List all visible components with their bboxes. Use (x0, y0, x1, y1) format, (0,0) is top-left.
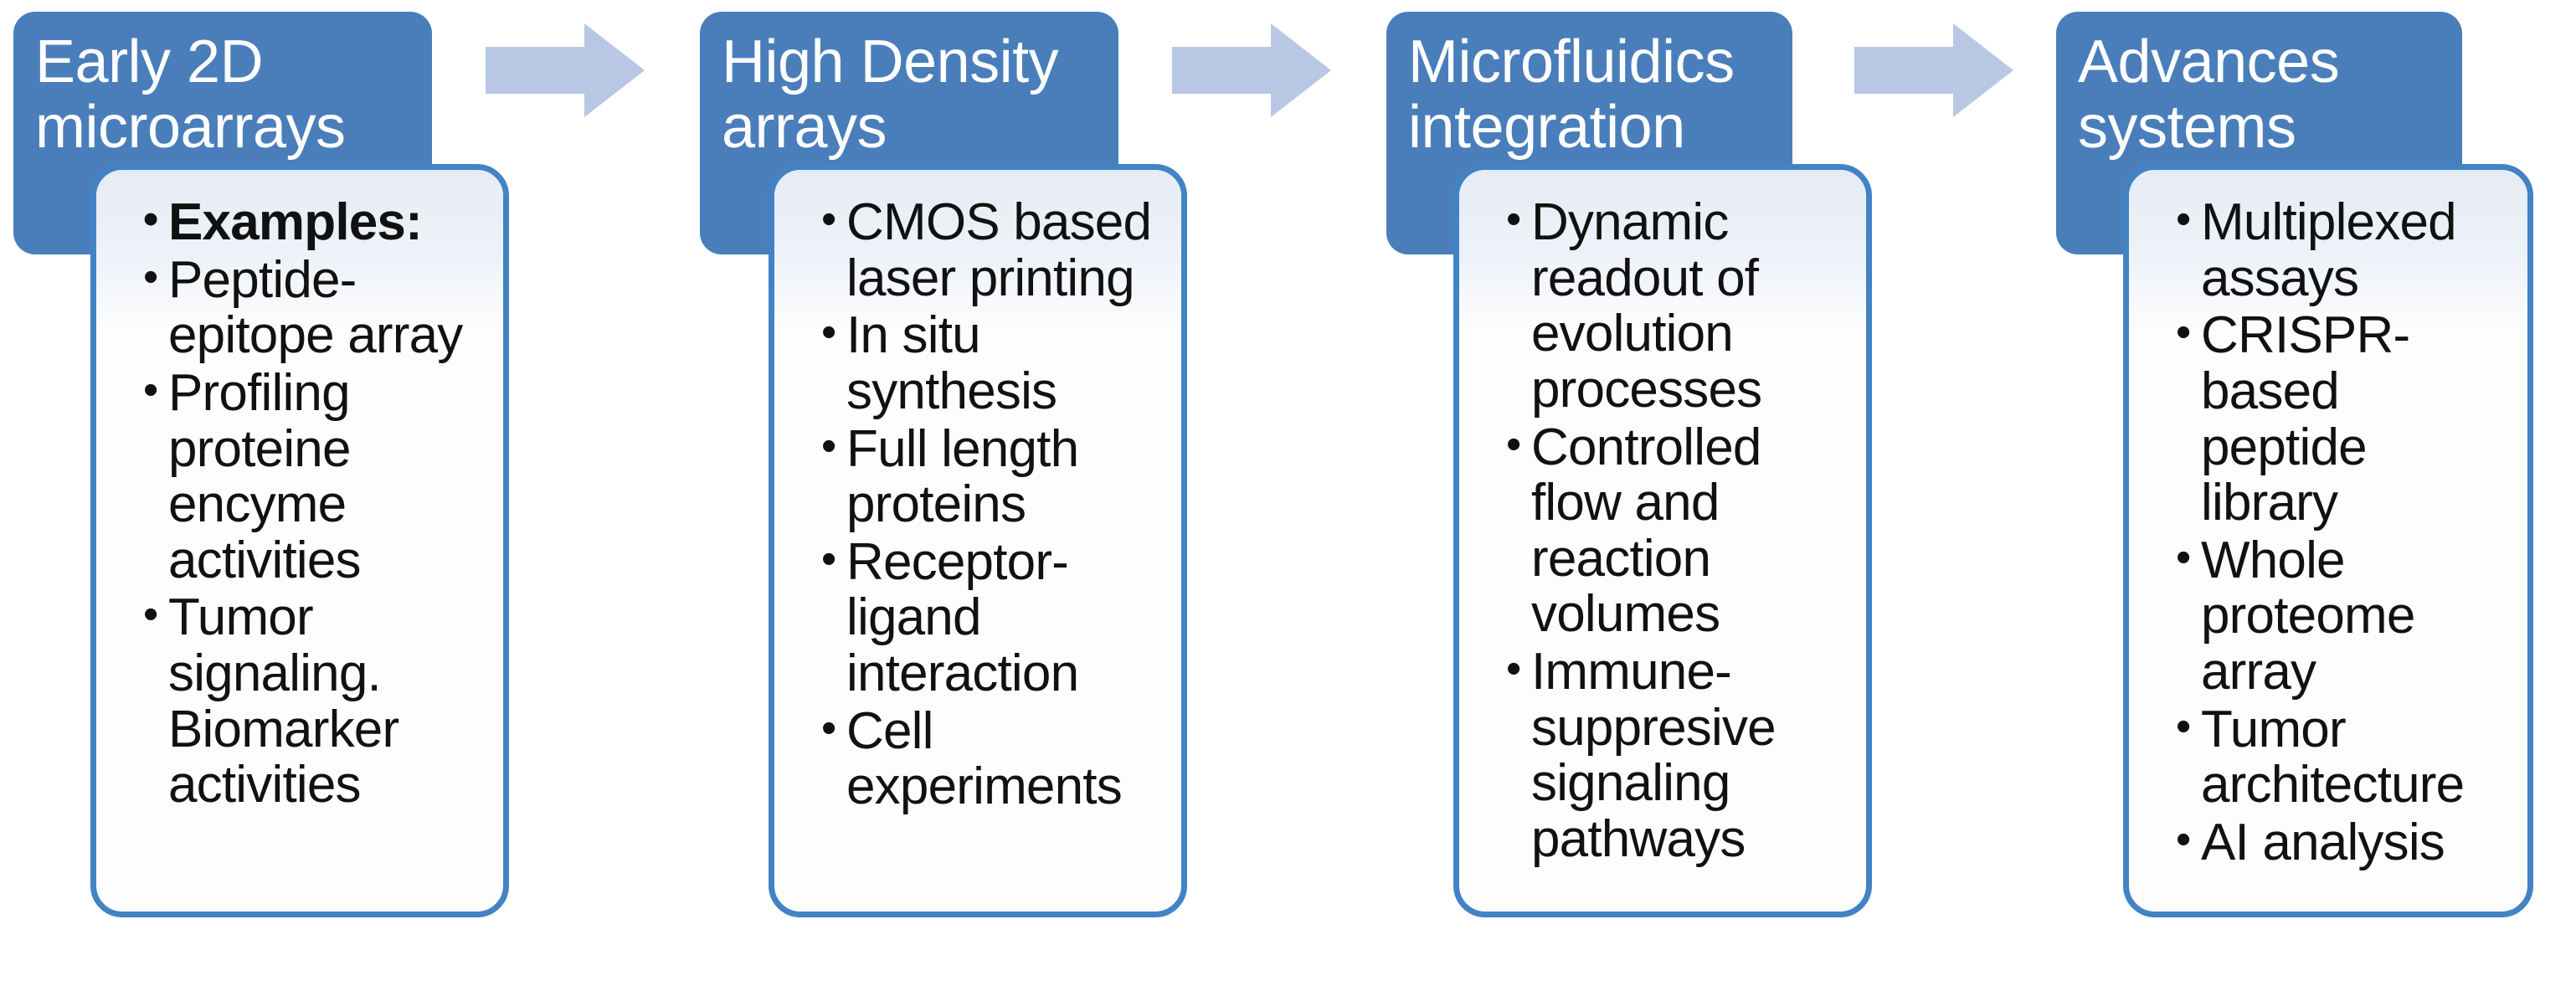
stage-bullet-list-1: Examples: Peptide-epitope array Profilin… (96, 170, 503, 814)
list-item: Multiplexed assays (2176, 193, 2512, 306)
list-item: Tumor architecture (2176, 701, 2512, 814)
stage-high-density-arrays: High Density arrays CMOS based laser pri… (686, 0, 1239, 981)
arrow-right-icon (486, 23, 645, 117)
stage-body-card-4: Multiplexed assays CRISPR-based peptide … (2123, 164, 2533, 917)
list-item: Immune-suppresive signaling pathways (1506, 643, 1851, 868)
stage-header-title-3: Microfluidics integration (1408, 28, 1735, 161)
list-item: Dynamic readout of evolution processes (1506, 193, 1851, 419)
stage-body-card-2: CMOS based laser printing In situ synthe… (769, 164, 1187, 917)
list-item: AI analysis (2176, 814, 2512, 871)
stage-bullet-list-2: CMOS based laser printing In situ synthe… (774, 170, 1181, 815)
stage-header-title-4: Advances systems (2078, 28, 2340, 161)
list-item: Controlled flow and reaction volumes (1506, 419, 1851, 644)
list-item: In situ synthesis (821, 306, 1166, 419)
list-item: Tumor signaling. Biomarker activities (143, 588, 488, 814)
list-item: Whole proteome array (2176, 532, 2512, 701)
arrow-right-icon (1854, 23, 2013, 117)
stage-early-2d-microarrays: Early 2D microarrays Examples: Peptide-e… (0, 0, 553, 981)
list-item: CMOS based laser printing (821, 193, 1166, 306)
list-item: Peptide-epitope array (143, 251, 488, 364)
arrow-right-icon (1172, 23, 1331, 117)
list-item: Cell experiments (821, 702, 1166, 815)
list-item: Examples: (143, 193, 488, 251)
stage-header-title-2: High Density arrays (722, 28, 1059, 161)
stage-header-title-1: Early 2D microarrays (35, 28, 346, 161)
stage-body-card-3: Dynamic readout of evolution processes C… (1453, 164, 1872, 917)
stage-bullet-list-3: Dynamic readout of evolution processes C… (1459, 170, 1866, 868)
stage-bullet-list-4: Multiplexed assays CRISPR-based peptide … (2129, 170, 2527, 871)
list-item: CRISPR-based peptide library (2176, 306, 2512, 532)
stage-advances-systems: Advances systems Multiplexed assays CRIS… (2043, 0, 2576, 981)
list-item: Profiling proteine encyme activities (143, 364, 488, 589)
list-item: Receptor-ligand interaction (821, 533, 1166, 702)
stage-microfluidics-integration: Microfluidics integration Dynamic readou… (1373, 0, 1926, 981)
list-item: Full length proteins (821, 420, 1166, 533)
stage-body-card-1: Examples: Peptide-epitope array Profilin… (90, 164, 509, 917)
